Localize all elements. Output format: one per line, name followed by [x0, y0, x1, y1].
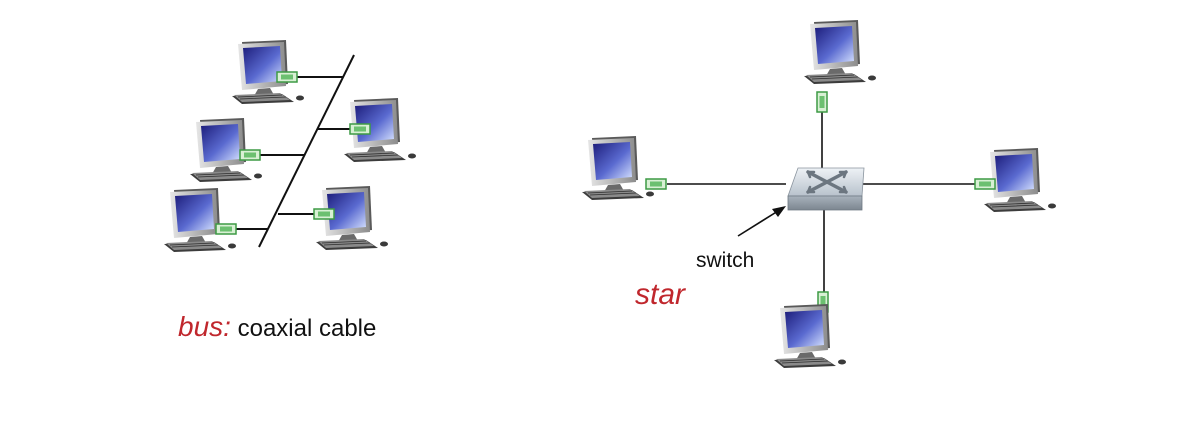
- network-adapter-icon: [240, 150, 260, 160]
- network-adapter-icon: [314, 209, 334, 219]
- bus-label-keyword: bus:: [178, 311, 231, 342]
- network-adapter-icon: [216, 224, 236, 234]
- bus-topology: bus: coaxial cable: [164, 40, 416, 342]
- computer-icon: [582, 136, 654, 200]
- arrow-icon: [738, 206, 786, 236]
- bus-label: bus: coaxial cable: [178, 311, 376, 342]
- computer-icon: [804, 20, 876, 84]
- computer-icon: [774, 304, 846, 368]
- star-topology: switch star: [582, 20, 1056, 368]
- computer-icon: [164, 188, 236, 252]
- network-adapter-icon: [975, 179, 995, 189]
- bus-label-description: coaxial cable: [231, 315, 376, 342]
- network-adapter-icon: [350, 124, 370, 134]
- network-adapter-icon: [277, 72, 297, 82]
- switch-label: switch: [696, 249, 754, 272]
- network-adapter-icon: [817, 92, 827, 112]
- star-label: star: [635, 278, 686, 311]
- switch-icon: [788, 168, 864, 210]
- network-adapter-icon: [646, 179, 666, 189]
